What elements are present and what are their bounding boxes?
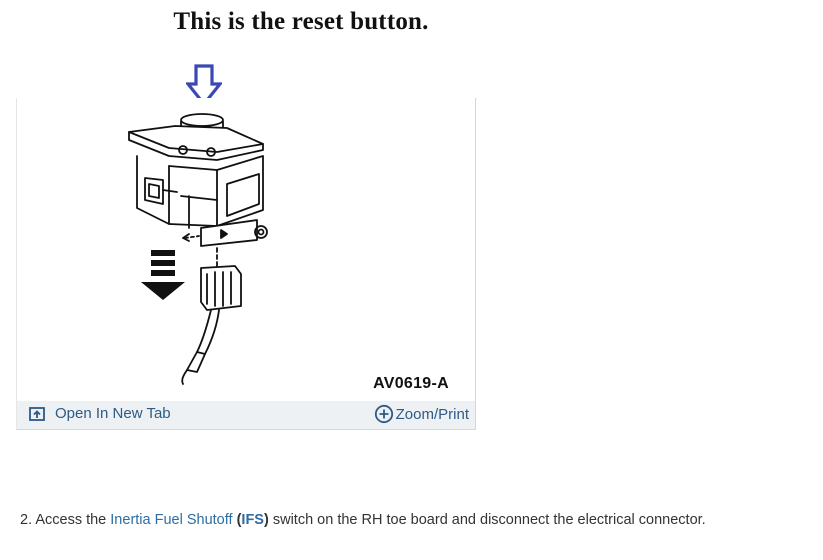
zoom-print-link[interactable]: Zoom/Print [374, 404, 469, 424]
open-in-new-tab-link[interactable]: Open In New Tab [29, 405, 171, 422]
zoom-print-label: Zoom/Print [395, 405, 469, 423]
inertia-fuel-shutoff-link[interactable]: Inertia Fuel Shutoff [110, 512, 233, 528]
figure-card: AV0619-A Open In New Tab Zoom/Print [16, 98, 476, 430]
zoom-plus-icon [374, 404, 393, 424]
step-prefix: Access the [35, 512, 107, 528]
step-suffix: switch on the RH toe board and disconnec… [272, 512, 706, 528]
paren-open: ( [236, 512, 242, 528]
paren-close: ) [263, 512, 269, 528]
inertia-switch-illustration [128, 113, 268, 385]
open-in-new-tab-icon [29, 406, 45, 421]
step-number: 2. [20, 512, 33, 528]
ifs-abbreviation-link[interactable]: IFS [241, 512, 264, 528]
open-in-new-tab-label: Open In New Tab [55, 405, 171, 422]
procedure-step: 2. Access the Inertia Fuel Shutoff (IFS)… [20, 512, 810, 528]
figure-code: AV0619-A [373, 375, 449, 392]
annotation-caption: This is the reset button. [173, 8, 429, 35]
down-arrow-annotation-icon [186, 64, 222, 106]
figure-toolbar: Open In New Tab Zoom/Print [17, 401, 475, 429]
